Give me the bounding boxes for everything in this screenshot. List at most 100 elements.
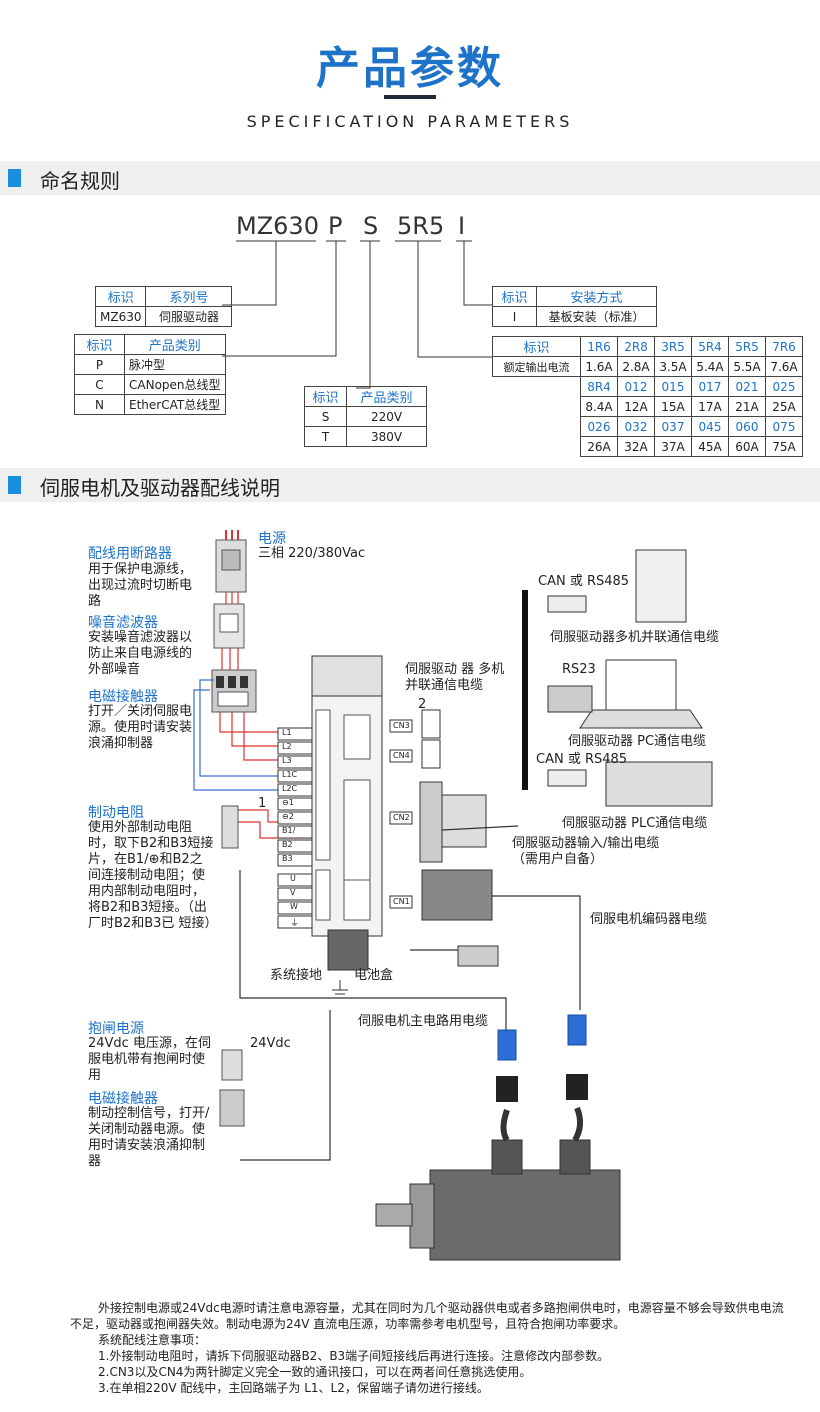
section-marker: [8, 476, 21, 494]
install-table: 标识 安装方式 I 基板安装（标准）: [492, 286, 657, 327]
product-type-key: P: [74, 354, 125, 375]
note-heading: 系统配线注意事项：: [98, 1333, 207, 1347]
current-value: 60A: [728, 436, 766, 457]
terminal-label: L1: [282, 728, 292, 737]
terminal-label: B3: [282, 854, 293, 863]
comm-bus-bar: [522, 590, 528, 790]
terminal-label: V: [290, 888, 296, 897]
current-value: 37A: [654, 436, 692, 457]
section-header-naming: 命名规则: [0, 161, 820, 195]
ground-icon: [332, 980, 348, 995]
brake-resistor-icon: [221, 805, 239, 849]
breaker-title: 配线用断路器: [88, 546, 172, 562]
contactor-desc: 打开／关闭伺服电源。使用时请安装浪涌抑制器: [88, 704, 193, 751]
voltage-key: S: [304, 406, 347, 427]
series-table-cell: MZ630: [94, 306, 147, 327]
install-header-method: 安装方式: [536, 286, 657, 307]
page-title: 产品参数: [316, 43, 504, 94]
main-cable-label: 伺服电机主电路用电缆: [358, 1014, 489, 1029]
current-code: 7R6: [765, 336, 803, 357]
drive-unit-icon: [635, 549, 687, 623]
multi-cable-label: 伺服驱动 器 多机并联通信电缆: [405, 662, 505, 693]
brake-contactor-title: 电磁接触器: [88, 1091, 158, 1107]
breaker-desc: 用于保护电源线，出现过流时切断电路: [88, 562, 193, 609]
v24-label: 24Vdc: [250, 1036, 291, 1051]
current-code: 017: [691, 376, 729, 397]
rj45-connector-icon: [421, 709, 441, 769]
brake-contactor-icon: [219, 1049, 245, 1127]
current-code: 045: [691, 416, 729, 437]
current-value: 7.6A: [765, 356, 803, 377]
port-label: CN1: [393, 897, 410, 906]
servo-drive-icon: [311, 655, 383, 971]
series-table: 标识 系列号 MZ630 伺服驱动器: [94, 286, 233, 327]
pc-cable-label: 伺服驱动器 PC通信电缆: [568, 734, 707, 749]
db-connector-icon: [419, 781, 487, 863]
can-rs485-label-a: CAN 或 RS485: [538, 574, 630, 589]
series-table-header-id: 标识: [94, 286, 147, 307]
current-code: 5R5: [728, 336, 766, 357]
product-type-value: EtherCAT总线型: [124, 394, 226, 415]
plc-icon: [605, 761, 713, 807]
model-code-seg4: 5R5: [397, 212, 445, 240]
current-value: 5.4A: [691, 356, 729, 377]
voltage-value: 380V: [346, 426, 427, 447]
current-code: 012: [617, 376, 655, 397]
current-blank: [493, 397, 581, 417]
current-value: 12A: [617, 396, 655, 417]
terminal-label: L2: [282, 742, 292, 751]
current-value: 75A: [765, 436, 803, 457]
voltage-header-id: 标识: [304, 386, 347, 407]
encoder-cable-label: 伺服电机编码器电缆: [590, 912, 708, 927]
contactor-icon: [211, 669, 257, 713]
terminal-label: B1/: [282, 826, 296, 835]
port-label: CN4: [393, 751, 410, 760]
terminal-label: W: [290, 902, 298, 911]
battery-label: 电池盒: [354, 968, 394, 983]
product-type-key: N: [74, 394, 125, 415]
terminal-label: L3: [282, 756, 292, 765]
product-type-header-type: 产品类别: [124, 334, 226, 355]
blue-plug-icon: [497, 1014, 587, 1061]
section-title: 伺服电机及驱动器配线说明: [40, 476, 280, 500]
section-title: 命名规则: [40, 169, 120, 193]
note-item: 3.在单相220V 配线中，主回路端子为 L1、L2，保留端子请勿进行接线。: [98, 1381, 489, 1395]
model-code-seg2: P: [328, 212, 343, 240]
io-cable-label: 伺服驱动器输入/输出电缆（需用户自备）: [512, 836, 660, 867]
current-value: 5.5A: [728, 356, 766, 377]
product-type-header-id: 标识: [74, 334, 125, 355]
wiring-diagram: [193, 530, 713, 1261]
current-value: 15A: [654, 396, 692, 417]
current-code: 5R4: [691, 336, 729, 357]
terminal-label: ⊖2: [282, 812, 294, 821]
voltage-header-type: 产品类别: [346, 386, 427, 407]
model-code-seg3: S: [363, 212, 379, 240]
current-blank: [493, 437, 581, 457]
notes: 外接控制电源或24Vdc电源时请注意电源容量，尤其在同时为几个驱动器供电或者多路…: [70, 1300, 790, 1396]
product-type-value: 脉冲型: [124, 354, 226, 375]
terminal-label: U: [290, 874, 296, 883]
current-value: 1.6A: [580, 356, 618, 377]
product-type-value: CANopen总线型: [124, 374, 226, 395]
brake-contactor-desc: 制动控制信号，打开/关闭制动器电源。使用时请安装浪涌抑制器: [88, 1106, 210, 1169]
current-blank: [493, 417, 581, 437]
terminal-label: L1C: [282, 770, 298, 779]
multi-cable-label-2: 伺服驱动器多机并联通信电缆: [550, 630, 720, 645]
current-code: 021: [728, 376, 766, 397]
port-label: CN2: [393, 813, 410, 822]
current-code: 060: [728, 416, 766, 437]
current-code: 015: [654, 376, 692, 397]
current-value: 8.4A: [580, 396, 618, 417]
encoder-connector-icon: [421, 869, 493, 921]
can-rs485-label-b: CAN 或 RS485: [536, 752, 628, 767]
current-value: 26A: [580, 436, 618, 457]
series-table-header-series: 系列号: [145, 286, 233, 307]
current-value: 32A: [617, 436, 655, 457]
db9-plug-icon: [547, 685, 593, 713]
brake-power-title: 抱闸电源: [88, 1021, 144, 1037]
current-blank: [493, 377, 581, 397]
install-cell: I: [492, 306, 537, 327]
servo-motor-icon: [375, 1106, 621, 1261]
